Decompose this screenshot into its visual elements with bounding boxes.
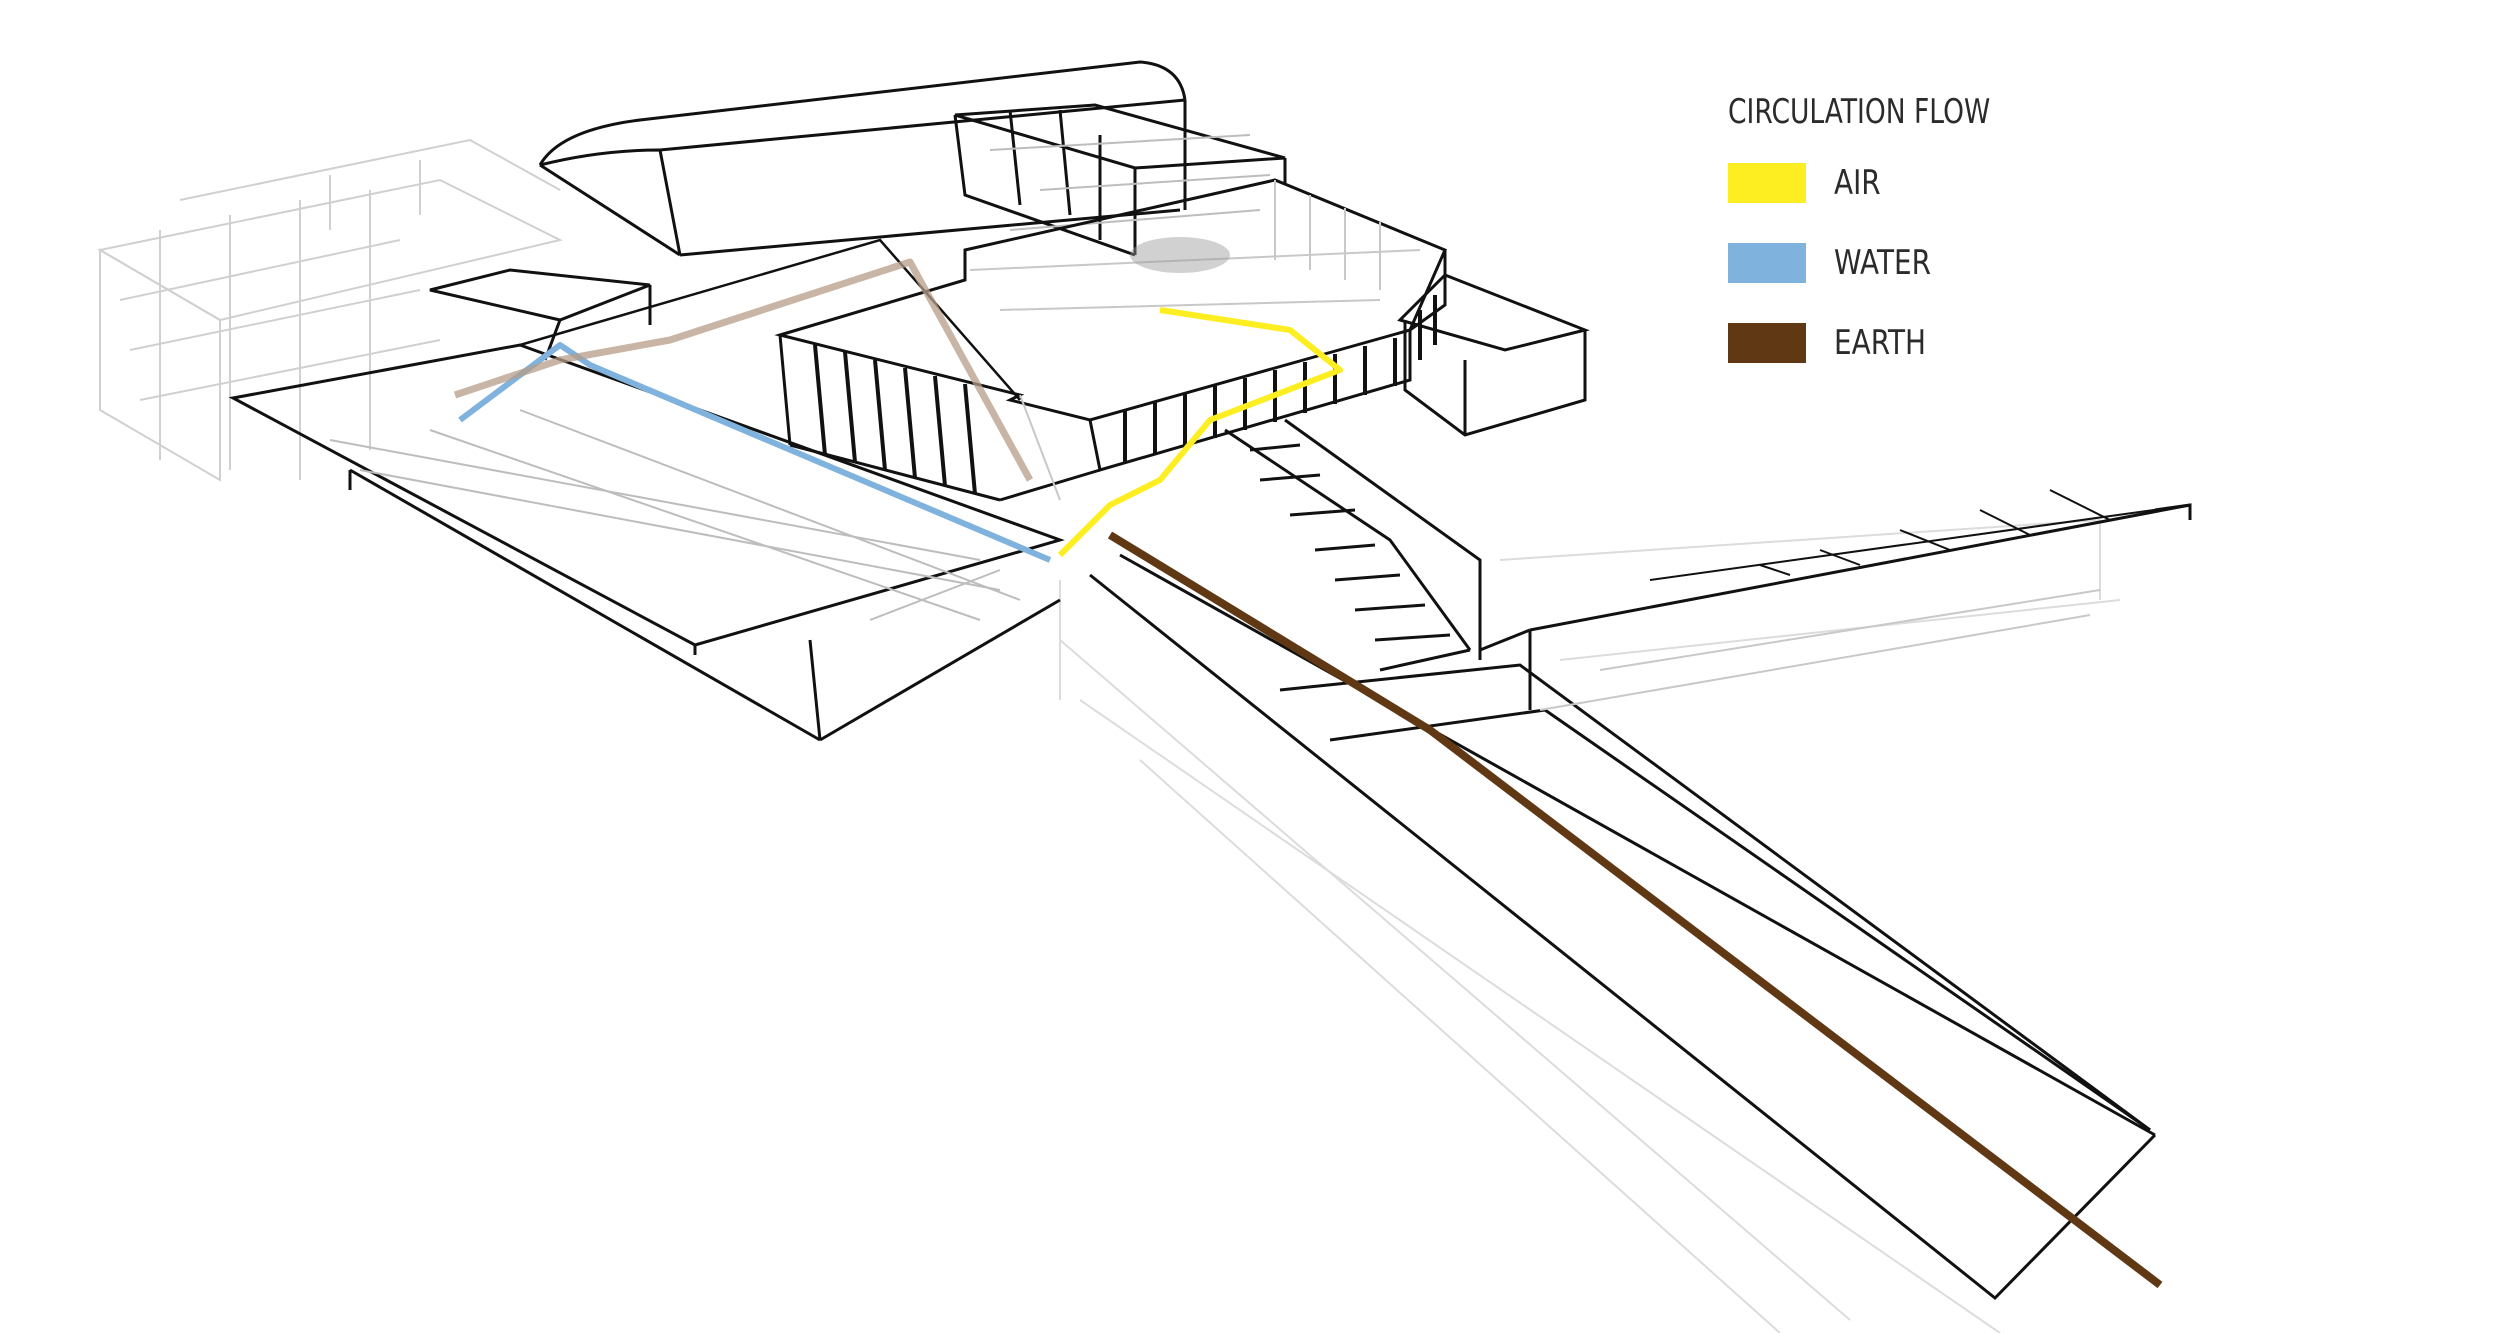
legend-label-water: WATER — [1834, 243, 1931, 283]
left-roof-inner — [329, 409, 1021, 621]
earth-flow-path — [1107, 531, 2163, 1289]
upper-ramp-ghost — [1539, 589, 2101, 711]
water-flow-line — [458, 342, 1052, 563]
upper-ramp-steps — [1649, 489, 2191, 581]
upper-right-box-inner — [989, 134, 1271, 231]
legend-label-air: AIR — [1834, 163, 1881, 203]
right-annex-box — [1397, 273, 1590, 437]
central-glass-pavilion — [774, 178, 1447, 502]
pavilion-mullions — [813, 295, 1437, 495]
left-roof-plane — [228, 343, 1065, 742]
central-stair — [1224, 418, 1482, 672]
legend-swatch-water — [1728, 243, 1806, 283]
earth-flow-faded-line — [453, 258, 1034, 482]
roof-texture — [1130, 237, 1230, 273]
legend-item-air: AIR — [1728, 162, 2058, 204]
earth-flow-line — [1107, 531, 2163, 1289]
legend-item-water: WATER — [1728, 242, 2058, 284]
circulation-legend: CIRCULATION FLOW AIR WATER EARTH — [1728, 92, 2058, 402]
barrel-vault-building — [538, 60, 1187, 257]
air-flow-line — [1057, 307, 1343, 558]
legend-swatch-earth — [1728, 323, 1806, 363]
air-flow-path — [1057, 307, 1343, 558]
legend-label-earth: EARTH — [1834, 323, 1927, 363]
pavilion-roof-ghost — [969, 180, 1421, 501]
long-ramps — [1089, 503, 2192, 1301]
ghost-ramp-lines — [1059, 519, 2121, 1333]
water-flow-path — [458, 342, 1052, 563]
diagonal-spine — [519, 238, 1021, 401]
legend-title: CIRCULATION FLOW — [1728, 92, 1991, 132]
ghost-massing-left — [97, 138, 563, 482]
legend-item-earth: EARTH — [1728, 322, 2058, 364]
earth-flow-faded-path — [453, 258, 1034, 482]
upper-right-box — [953, 103, 1287, 257]
legend-swatch-air — [1728, 163, 1806, 203]
